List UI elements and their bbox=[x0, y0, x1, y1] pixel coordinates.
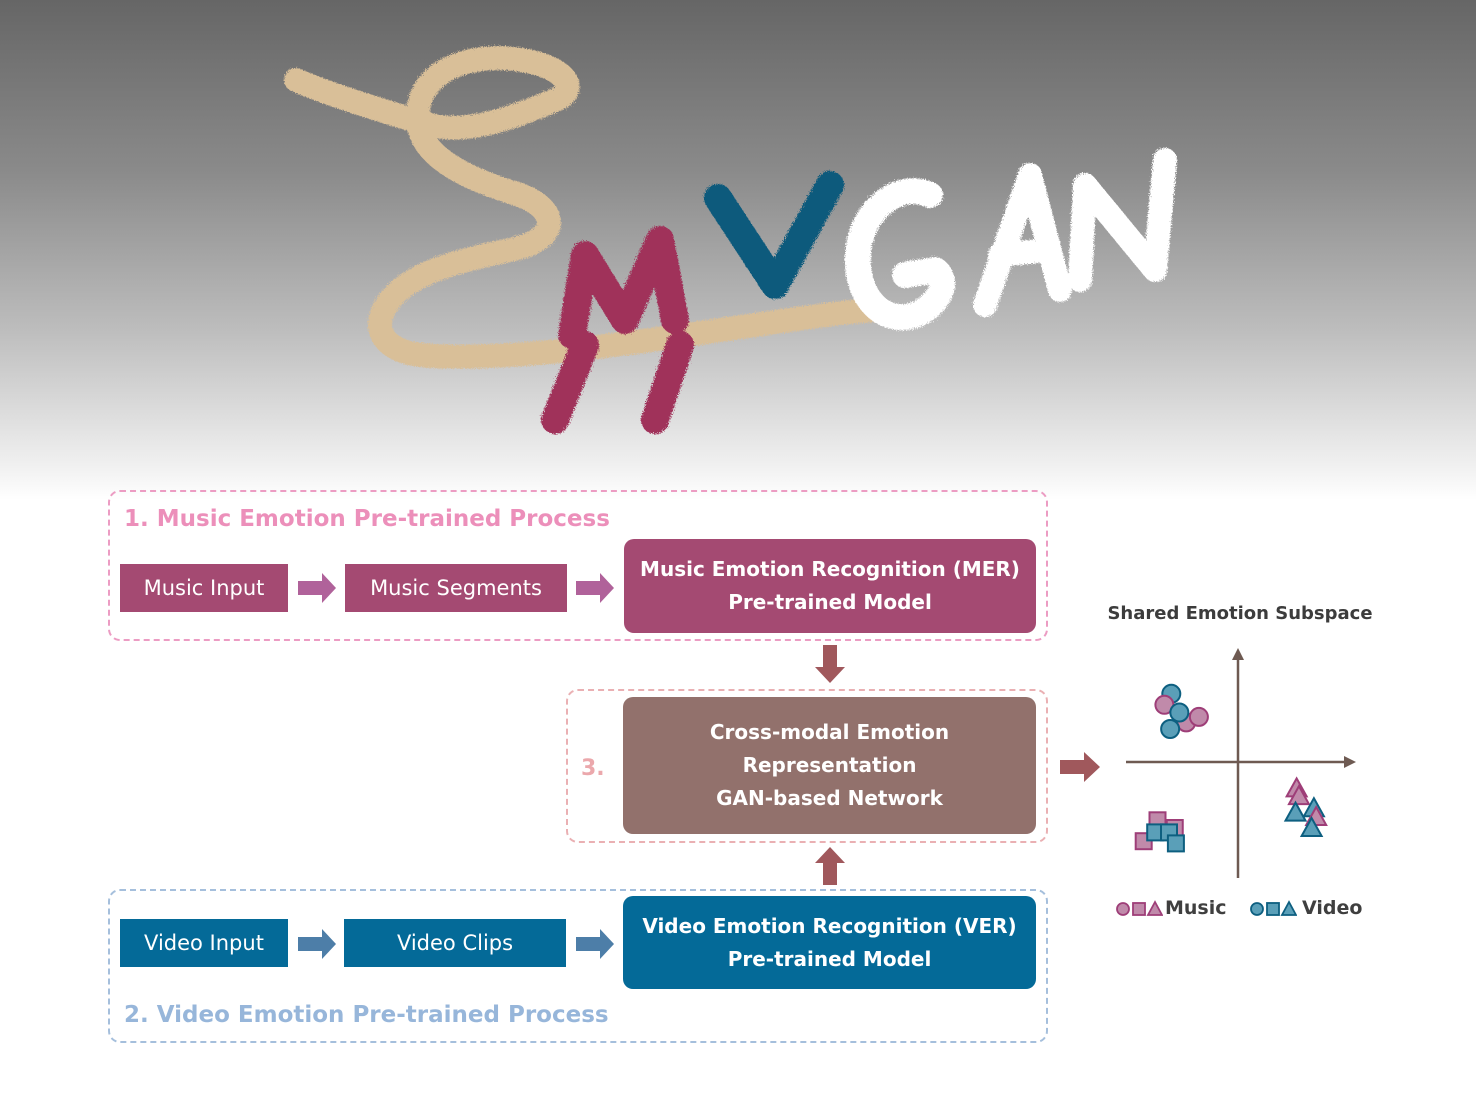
ver-model-box: Video Emotion Recognition (VER) Pre-trai… bbox=[623, 896, 1036, 989]
cross-modal-gan-box: Cross-modal Emotion Representation GAN-b… bbox=[623, 697, 1036, 834]
video-process-title: 2. Video Emotion Pre-trained Process bbox=[124, 1002, 609, 1028]
music-segments-step: Music Segments bbox=[345, 564, 567, 612]
ver-model-line1: Video Emotion Recognition (VER) bbox=[642, 913, 1017, 938]
arrow-right-icon bbox=[298, 573, 336, 603]
arrow-right-icon bbox=[576, 573, 614, 603]
arrow-right-icon bbox=[576, 929, 614, 959]
subspace-title: Shared Emotion Subspace bbox=[1107, 603, 1373, 624]
video-input-step: Video Input bbox=[120, 919, 288, 967]
emvgan-logo bbox=[284, 46, 1177, 434]
ver-model-line2: Pre-trained Model bbox=[727, 946, 932, 971]
cross-modal-line3: GAN-based Network bbox=[716, 786, 943, 810]
cross-modal-line2: Representation bbox=[742, 753, 917, 777]
video-process-container bbox=[108, 889, 1048, 1043]
music-legend-triangle-icon bbox=[1146, 900, 1163, 916]
arrow-right-icon bbox=[298, 929, 336, 959]
music-process-container bbox=[108, 490, 1048, 641]
cross-modal-line1: Cross-modal Emotion bbox=[709, 720, 950, 744]
music-input-step: Music Input bbox=[120, 564, 288, 612]
music-circle-point bbox=[1188, 706, 1209, 727]
video-triangle-point bbox=[1299, 815, 1324, 837]
video-circle-point bbox=[1160, 719, 1181, 739]
mer-model-line2: Pre-trained Model bbox=[728, 590, 932, 614]
shared-emotion-subspace-plot bbox=[1126, 648, 1356, 878]
cross-modal-container bbox=[566, 689, 1048, 843]
x-axis-arrowhead bbox=[1344, 756, 1356, 768]
video-legend-circle-icon bbox=[1250, 902, 1264, 916]
video-circle-point bbox=[1169, 702, 1190, 723]
arrow-up-icon bbox=[815, 847, 845, 885]
music-legend-square-icon bbox=[1132, 902, 1146, 916]
legend-music-label: Music bbox=[1165, 897, 1227, 919]
mer-model-line1: Music Emotion Recognition (MER) bbox=[640, 557, 1020, 581]
arrow-down-icon bbox=[815, 645, 845, 683]
legend-video-label: Video bbox=[1302, 897, 1363, 919]
music-legend-shapes bbox=[1116, 900, 1163, 916]
logo-letter-a bbox=[973, 163, 1072, 317]
music-legend-circle-icon bbox=[1116, 902, 1130, 916]
video-legend-triangle-icon bbox=[1280, 900, 1297, 916]
logo-letter-v bbox=[704, 171, 844, 299]
logo-letter-g bbox=[844, 178, 955, 331]
logo-letter-m bbox=[541, 226, 694, 434]
logo-letter-n bbox=[1068, 148, 1177, 292]
mer-model-box: Music Emotion Recognition (MER) Pre-trai… bbox=[624, 539, 1036, 633]
video-clips-step: Video Clips bbox=[344, 919, 566, 967]
cross-modal-number: 3. bbox=[581, 756, 605, 781]
video-legend-shapes bbox=[1250, 900, 1297, 916]
video-legend-square-icon bbox=[1266, 902, 1280, 916]
video-triangle-point bbox=[1283, 800, 1308, 822]
y-axis-arrowhead bbox=[1232, 648, 1244, 660]
arrow-right-icon bbox=[1060, 752, 1100, 782]
video-square-point bbox=[1166, 834, 1185, 853]
music-process-title: 1. Music Emotion Pre-trained Process bbox=[124, 506, 610, 532]
music-triangle-point bbox=[1287, 784, 1311, 806]
